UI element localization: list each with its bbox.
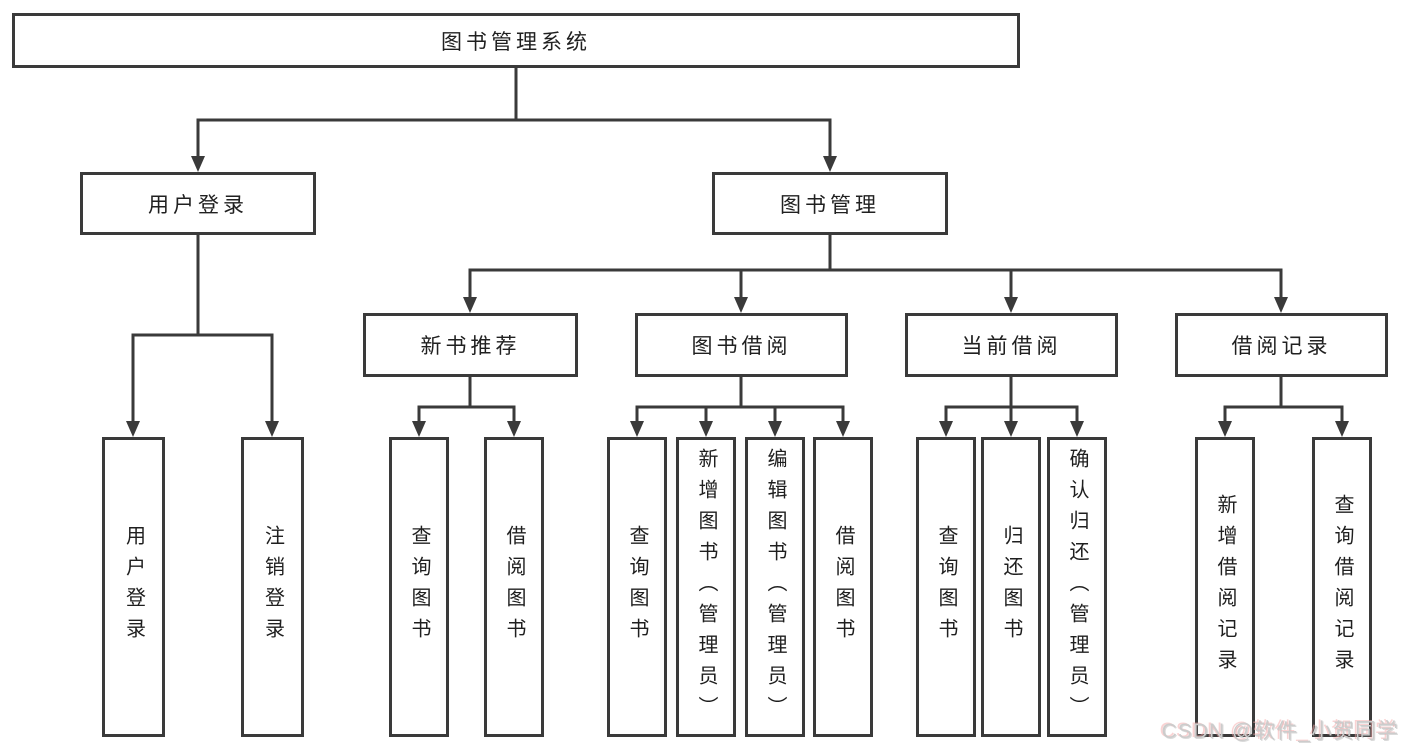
node-label: 当前借阅 [961, 335, 1062, 358]
arrow-down-icon [1004, 297, 1018, 313]
node-box-borrowing-records: 借阅记录 [1175, 313, 1388, 377]
node-box-current-borrowing: 当前借阅 [905, 313, 1118, 377]
node-box-book-management: 图书管理 [712, 172, 948, 235]
arrow-down-icon [939, 421, 953, 437]
arrow-down-icon [463, 297, 477, 313]
node-label: 用户登录 [122, 525, 145, 649]
arrow-down-icon [1335, 421, 1349, 437]
node-label: 借阅图书 [503, 525, 525, 649]
arrow-down-icon [823, 156, 837, 172]
node-label: 查询图书 [626, 525, 648, 649]
arrow-down-icon [126, 421, 140, 437]
arrow-down-icon [412, 421, 426, 437]
leaf-box-borrow-books: 借阅图书 [484, 437, 544, 737]
node-label: 查询图书 [408, 525, 430, 649]
arrow-down-icon [836, 421, 850, 437]
leaf-box-logout: 注销登录 [241, 437, 304, 737]
arrow-down-icon [768, 421, 782, 437]
leaf-box-borrow-books-2: 借阅图书 [813, 437, 873, 737]
node-box-new-book-recommend: 新书推荐 [363, 313, 578, 377]
node-label: 新增图书（管理员） [695, 447, 717, 727]
node-label: 图书管理系统 [441, 30, 591, 54]
node-label: 编辑图书（管理员） [764, 447, 786, 727]
leaf-box-query-books-2: 查询图书 [607, 437, 667, 737]
arrow-down-icon [734, 297, 748, 313]
leaf-box-return-books: 归还图书 [981, 437, 1041, 737]
arrow-down-icon [1004, 421, 1018, 437]
leaf-box-add-borrow-record: 新增借阅记录 [1195, 437, 1255, 737]
arrow-down-icon [191, 156, 205, 172]
node-label: 借阅图书 [832, 525, 854, 649]
arrow-down-icon [1274, 297, 1288, 313]
node-box-book-borrowing: 图书借阅 [635, 313, 848, 377]
node-label: 新增借阅记录 [1214, 494, 1236, 680]
arrow-down-icon [507, 421, 521, 437]
node-label: 注销登录 [261, 525, 284, 649]
arrow-down-icon [630, 421, 644, 437]
leaf-box-add-books-admin: 新增图书（管理员） [676, 437, 736, 737]
node-label: 图书管理 [780, 193, 880, 217]
leaf-box-confirm-return-admin: 确认归还（管理员） [1047, 437, 1107, 737]
leaf-box-query-borrow-record: 查询借阅记录 [1312, 437, 1372, 737]
node-label: 归还图书 [1000, 525, 1022, 649]
leaf-box-query-books: 查询图书 [389, 437, 449, 737]
leaf-box-edit-books-admin: 编辑图书（管理员） [745, 437, 805, 737]
arrow-down-icon [1218, 421, 1232, 437]
node-label: 用户登录 [148, 193, 248, 217]
node-box-user-login: 用户登录 [80, 172, 316, 235]
node-label: 查询图书 [935, 525, 957, 649]
node-label: 借阅记录 [1231, 335, 1332, 358]
arrow-down-icon [699, 421, 713, 437]
node-label: 查询借阅记录 [1331, 494, 1353, 680]
node-label: 新书推荐 [420, 335, 521, 358]
node-box-root: 图书管理系统 [12, 13, 1020, 68]
node-label: 图书借阅 [691, 335, 792, 358]
arrow-down-icon [1070, 421, 1084, 437]
leaf-box-query-books-3: 查询图书 [916, 437, 976, 737]
leaf-box-user-login: 用户登录 [102, 437, 165, 737]
arrow-down-icons [126, 156, 1349, 437]
node-label: 确认归还（管理员） [1066, 447, 1088, 727]
arrow-down-icon [265, 421, 279, 437]
